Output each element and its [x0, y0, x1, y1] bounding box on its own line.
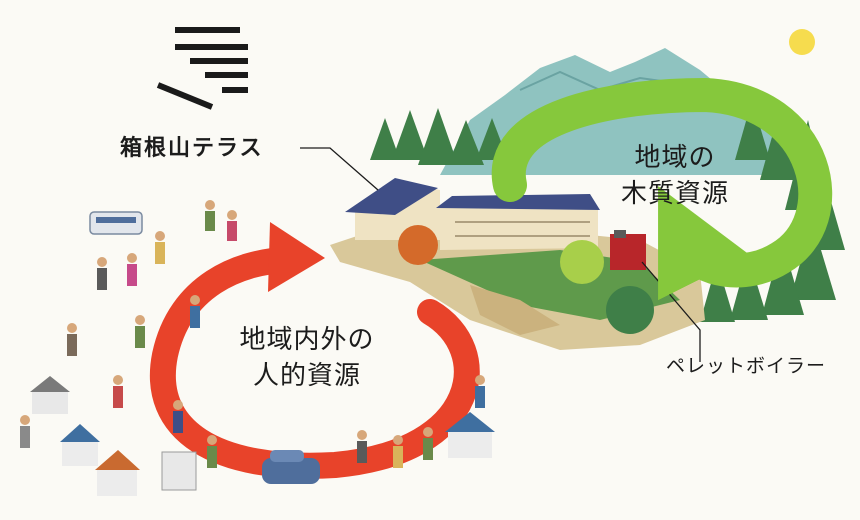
human-resources-label-line1: 地域内外の: [239, 325, 375, 355]
wood-cycle-arrow: [491, 77, 832, 301]
tree: [398, 225, 438, 265]
wood-resources-label-line1: 地域の: [634, 143, 716, 173]
pellet-boiler-icon: [610, 230, 646, 270]
facility-buildings: [345, 178, 600, 250]
sun-icon: [789, 29, 815, 55]
tree: [606, 286, 654, 334]
crowd-people: [20, 200, 485, 468]
tree: [560, 240, 604, 284]
facility-leader-line: [300, 147, 379, 191]
human-cycle-arrow: [149, 247, 480, 479]
wood-resources-label: 地域の 木質資源: [600, 140, 750, 212]
village-houses: [30, 376, 495, 496]
pellet-boiler-label: ペレットボイラー: [666, 355, 827, 377]
wood-resources-label-line2: 木質資源: [620, 179, 729, 209]
human-resources-label-line2: 人的資源: [252, 361, 361, 391]
vehicles: [89, 211, 320, 491]
human-resources-label: 地域内外の 人的資源: [222, 322, 392, 394]
facility-label: 箱根山テラス: [120, 136, 264, 161]
hakoneyama-terrace-logo-icon: [156, 27, 248, 110]
human-cycle-arrowhead: [268, 222, 325, 292]
